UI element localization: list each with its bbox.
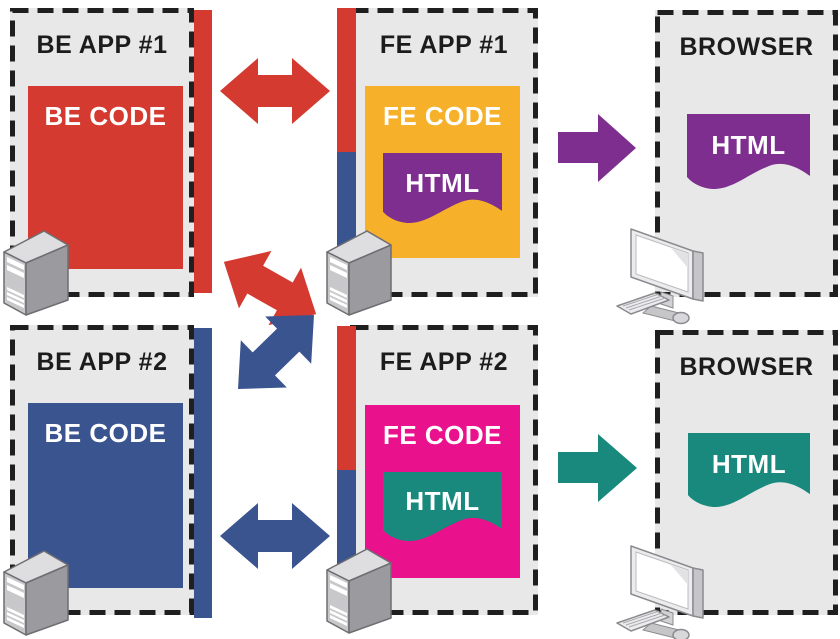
html-label-fe1: HTML xyxy=(405,167,480,198)
be-code-box-1: BE CODE xyxy=(28,86,183,269)
be-code-label-1: BE CODE xyxy=(44,101,167,131)
panel-be-app-2-title: BE APP #2 xyxy=(36,348,168,376)
arrow-fe2-browser xyxy=(558,434,637,502)
panel-be-app-1-title: BE APP #1 xyxy=(36,31,168,59)
fe-code-label-1: FE CODE xyxy=(382,101,503,131)
be-app-2-interface-bar xyxy=(194,328,212,618)
html-label-browser1: HTML xyxy=(711,129,786,160)
double-arrow-be1-fe2 xyxy=(223,250,317,326)
be-code-box-2: BE CODE xyxy=(28,403,183,588)
double-arrow-be2-fe1 xyxy=(238,315,314,389)
fe-code-label-2: FE CODE xyxy=(382,420,503,450)
panel-fe-app-1-title: FE APP #1 xyxy=(379,31,509,59)
double-arrow-be2-fe2 xyxy=(220,503,330,569)
arrow-fe1-browser xyxy=(558,114,636,182)
panel-fe-app-2-title: FE APP #2 xyxy=(379,348,509,376)
html-document-shape-fe2: HTML xyxy=(383,472,502,541)
html-label-browser2: HTML xyxy=(711,448,787,479)
html-label-fe2: HTML xyxy=(405,486,480,517)
panel-browser-1-title: BROWSER xyxy=(679,33,814,61)
be-app-1-interface-bar xyxy=(194,10,212,293)
be-code-label-2: BE CODE xyxy=(44,418,167,448)
html-document-shape-browser1: HTML xyxy=(687,114,810,189)
html-document-shape-fe1: HTML xyxy=(383,153,502,223)
double-arrow-be1-fe1 xyxy=(220,58,330,124)
panel-browser-2-title: BROWSER xyxy=(679,353,814,381)
html-document-shape-browser2: HTML xyxy=(688,433,810,507)
